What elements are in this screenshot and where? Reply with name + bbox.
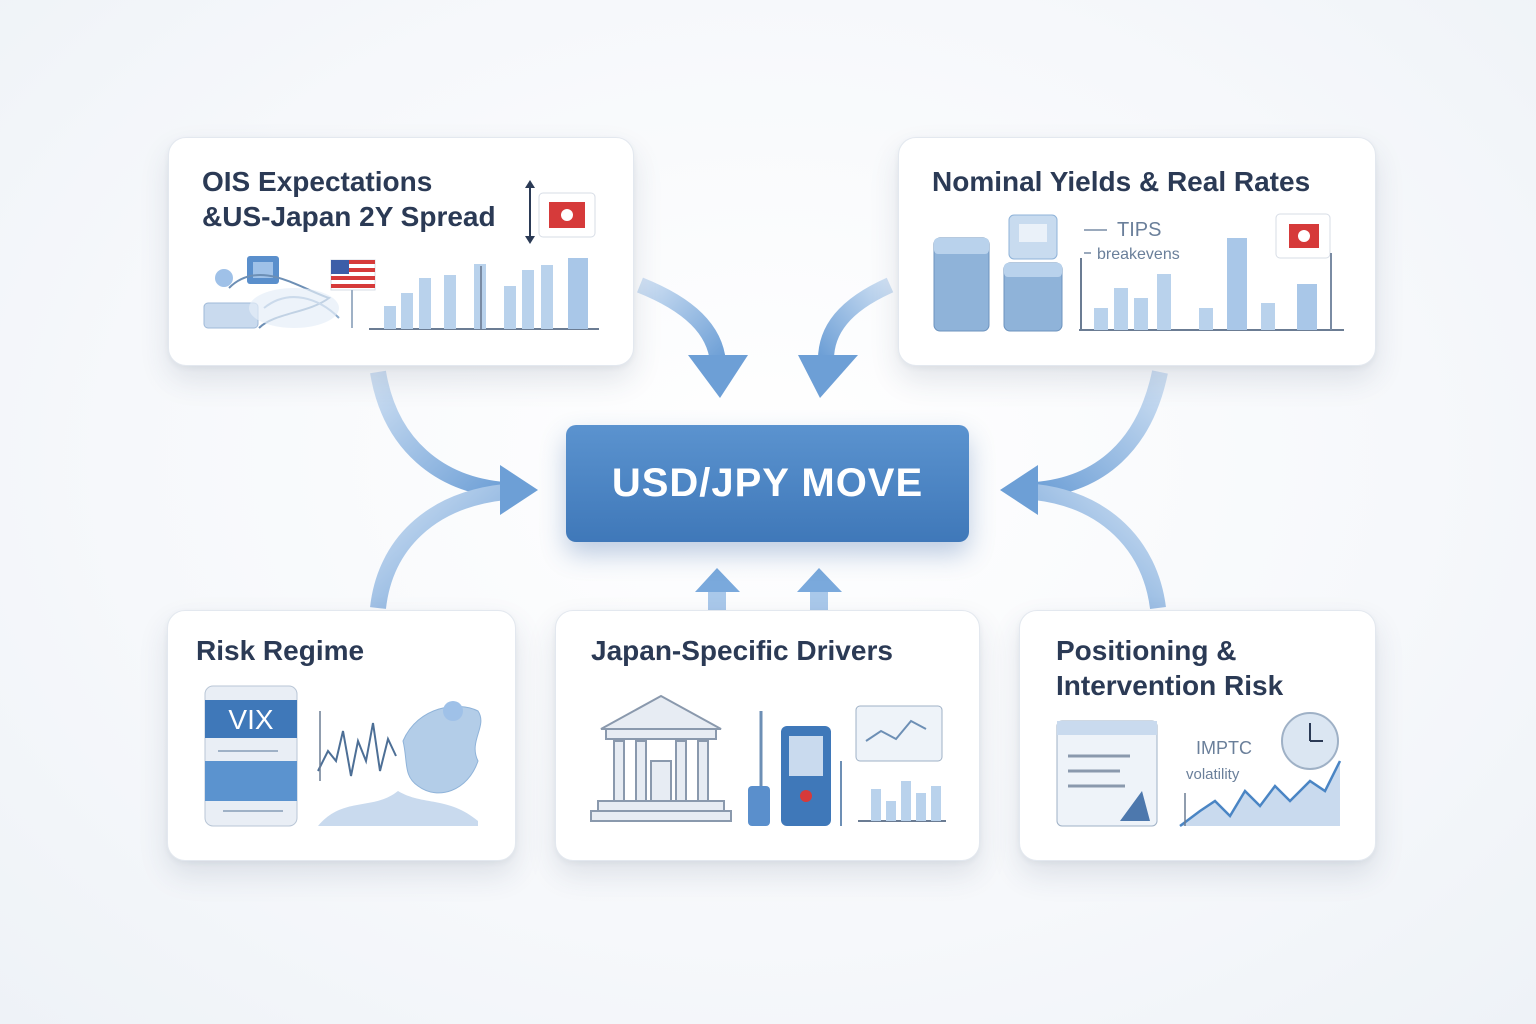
legend-breakevens: breakevens [1097,246,1180,263]
card-title: Positioning & Intervention Risk [1056,635,1284,701]
japan-flag-icon [538,192,596,238]
label-imptc: IMPTC [1196,738,1252,758]
fuel-pump-icon [748,711,842,826]
clock-icon [1281,712,1339,770]
arrow-ois-to-center [637,277,726,364]
bar-chart-icon [1079,238,1344,331]
arrow-left-loop [370,370,506,498]
network-illustration-icon [203,256,340,329]
label-volatility: volatility [1186,766,1240,783]
arrow-yields-to-center [818,277,894,363]
center-node-usd-jpy: USD/JPY MOVE [566,425,969,542]
card-risk-regime: Risk Regime VIX [167,610,516,861]
card-title: OIS Expectations &US-Japan 2Y Spread [202,166,496,232]
japan-flag-icon [1275,213,1331,259]
report-window-icon [1056,720,1158,827]
japan-illustration [590,694,946,826]
card-title: Japan-Specific Drivers [591,635,893,666]
vix-badge-text: VIX [228,704,273,735]
positioning-illustration: IMPTC volatility [1056,712,1342,827]
bond-stack-icon [933,214,1063,332]
arrow-right-loop [1034,370,1168,498]
central-bank-icon [590,694,732,822]
card-title: Risk Regime [196,635,365,666]
arrow-right-head [1000,465,1038,515]
globe-map-icon [402,701,482,794]
arrow-up-left-head [695,568,740,592]
card-positioning-risk: Positioning & Intervention Risk IMPTC vo… [1019,610,1376,861]
arrow-left-head [500,465,538,515]
bar-chart-icon [369,258,599,330]
volatility-chart-icon [317,711,478,826]
yields-illustration: TIPS breakevens [933,213,1344,332]
card-japan-drivers: Japan-Specific Drivers [555,610,980,861]
risk-illustration: VIX [204,685,482,827]
card-nominal-yields: Nominal Yields & Real Rates TIPS breakev… [898,137,1376,366]
card-title: Nominal Yields & Real Rates [932,166,1311,197]
arrow-ois-head [688,355,748,398]
rising-line-chart-icon [1179,760,1342,827]
legend-tips: TIPS [1117,219,1161,241]
dashboard-chart-icon [855,705,946,822]
us-flag-icon [330,259,376,328]
arrow-yields-head [798,355,858,398]
card-ois-spread: OIS Expectations &US-Japan 2Y Spread [168,137,634,366]
arrow-up-right-head [797,568,842,592]
vix-terminal-icon: VIX [204,685,298,827]
ois-illustration [203,180,599,330]
center-label: USD/JPY MOVE [611,461,924,505]
